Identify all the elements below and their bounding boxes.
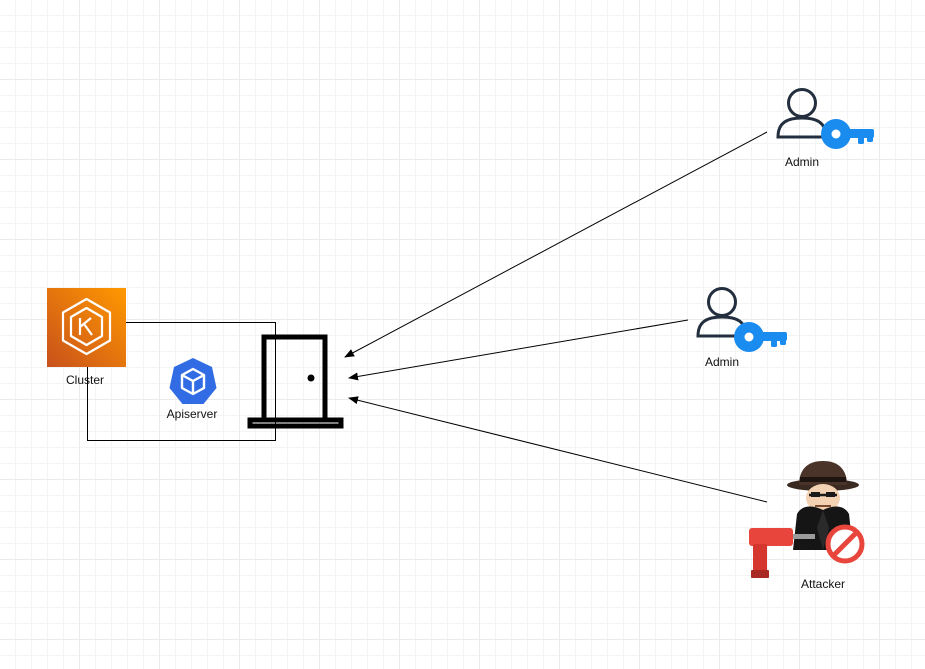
arrow-admin-2-to-door[interactable] <box>348 319 689 381</box>
cluster-label: Cluster <box>65 373 105 387</box>
door-icon[interactable] <box>247 331 344 431</box>
kubernetes-icon[interactable] <box>168 357 218 405</box>
admin-2-label: Admin <box>704 355 740 369</box>
eks-icon[interactable] <box>47 288 126 367</box>
arrow-attacker-to-door[interactable] <box>348 396 768 503</box>
admin-1-label: Admin <box>784 155 820 169</box>
user-key-icon[interactable] <box>772 84 874 154</box>
user-key-icon[interactable] <box>694 285 796 355</box>
spy-drill-icon[interactable] <box>745 458 867 583</box>
cluster-boundary[interactable] <box>87 322 276 441</box>
attacker-label: Attacker <box>800 577 846 591</box>
apiserver-label: Apiserver <box>166 407 218 421</box>
